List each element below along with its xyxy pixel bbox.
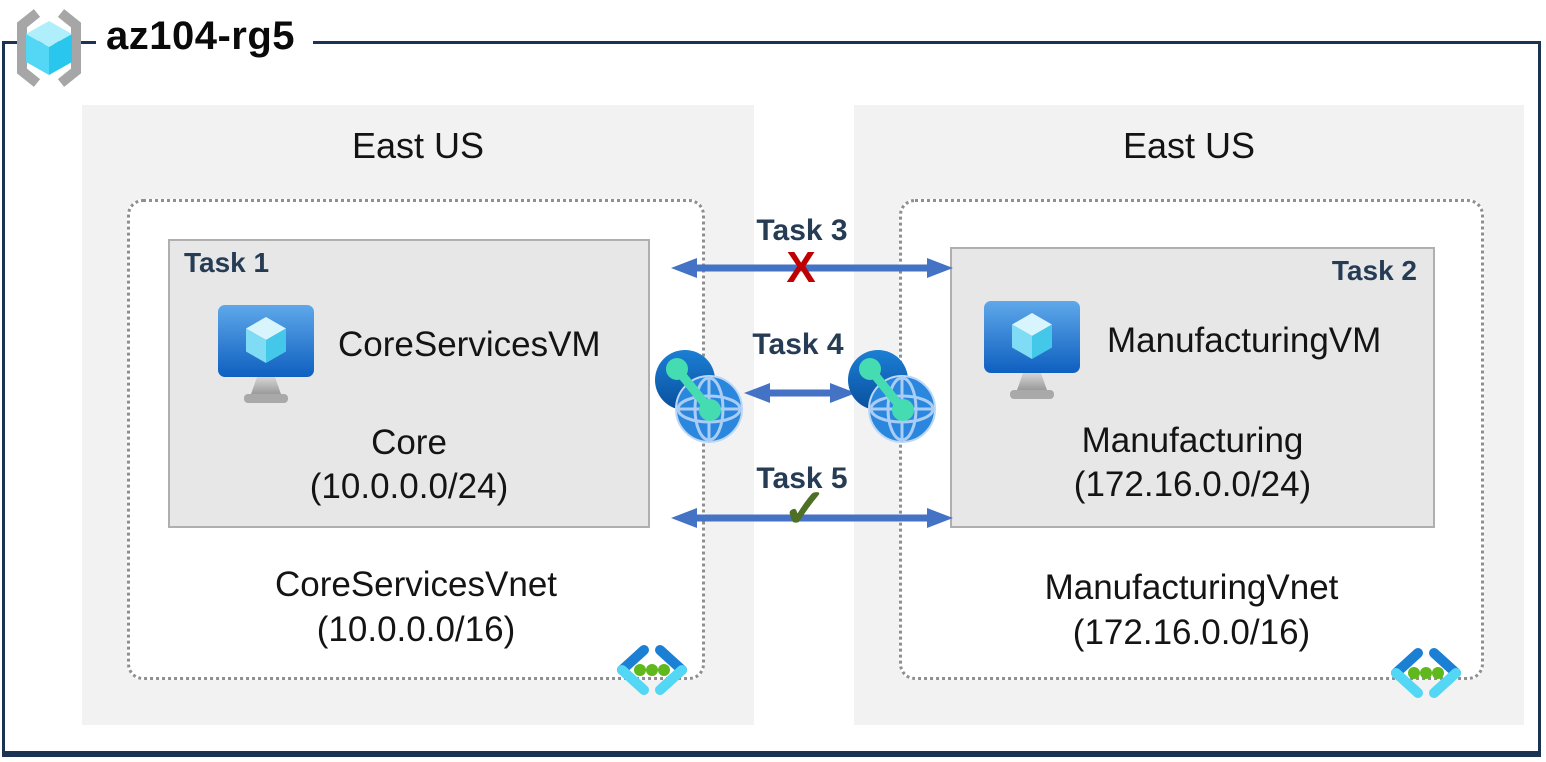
connection-arrow-task5 xyxy=(671,505,953,536)
subnet-cidr: (172.16.0.0/24) xyxy=(1073,465,1312,504)
connection-arrow-task4 xyxy=(744,380,856,411)
vnet-cidr: (172.16.0.0/16) xyxy=(1072,613,1311,652)
connection-arrow-task3 xyxy=(671,255,953,286)
vnet-cidr: (10.0.0.0/16) xyxy=(316,610,516,649)
check-icon: ✓ xyxy=(782,479,828,539)
subnet-name: Manufacturing xyxy=(1081,421,1304,460)
task2-label: Task 2 xyxy=(1331,255,1417,286)
subnet-box-core: Task 1 CoreServicesVM Core (10.0.0.0/24) xyxy=(168,239,650,528)
vm-name: CoreServicesVM xyxy=(338,325,601,364)
region-title: East US xyxy=(351,125,485,166)
page-title: az104-rg5 xyxy=(96,10,314,67)
task1-label: Task 1 xyxy=(184,247,270,278)
vm-name: ManufacturingVM xyxy=(1107,321,1382,360)
virtual-network-icon xyxy=(1386,647,1466,704)
connection-label-task4: Task 4 xyxy=(752,328,844,361)
vnet-name: ManufacturingVnet xyxy=(1044,568,1339,607)
virtual-machine-icon xyxy=(980,297,1084,406)
blocked-x-icon: X xyxy=(786,243,816,292)
virtual-network-icon xyxy=(612,644,692,701)
network-peering-icon xyxy=(845,348,939,451)
subnet-cidr: (10.0.0.0/24) xyxy=(309,467,509,506)
connection-label-task3: Task 3 xyxy=(756,214,848,247)
subnet-box-manufacturing: Task 2 ManufacturingVM Manufacturing (17… xyxy=(950,247,1435,528)
region-title: East US xyxy=(1122,125,1256,166)
subnet-name: Core xyxy=(371,423,447,462)
resource-group-frame xyxy=(2,41,1541,757)
connection-label-task5: Task 5 xyxy=(756,462,848,495)
vnet-name: CoreServicesVnet xyxy=(274,565,558,604)
resource-group-icon xyxy=(6,4,92,97)
virtual-machine-icon xyxy=(214,301,318,410)
network-peering-icon xyxy=(652,348,746,451)
